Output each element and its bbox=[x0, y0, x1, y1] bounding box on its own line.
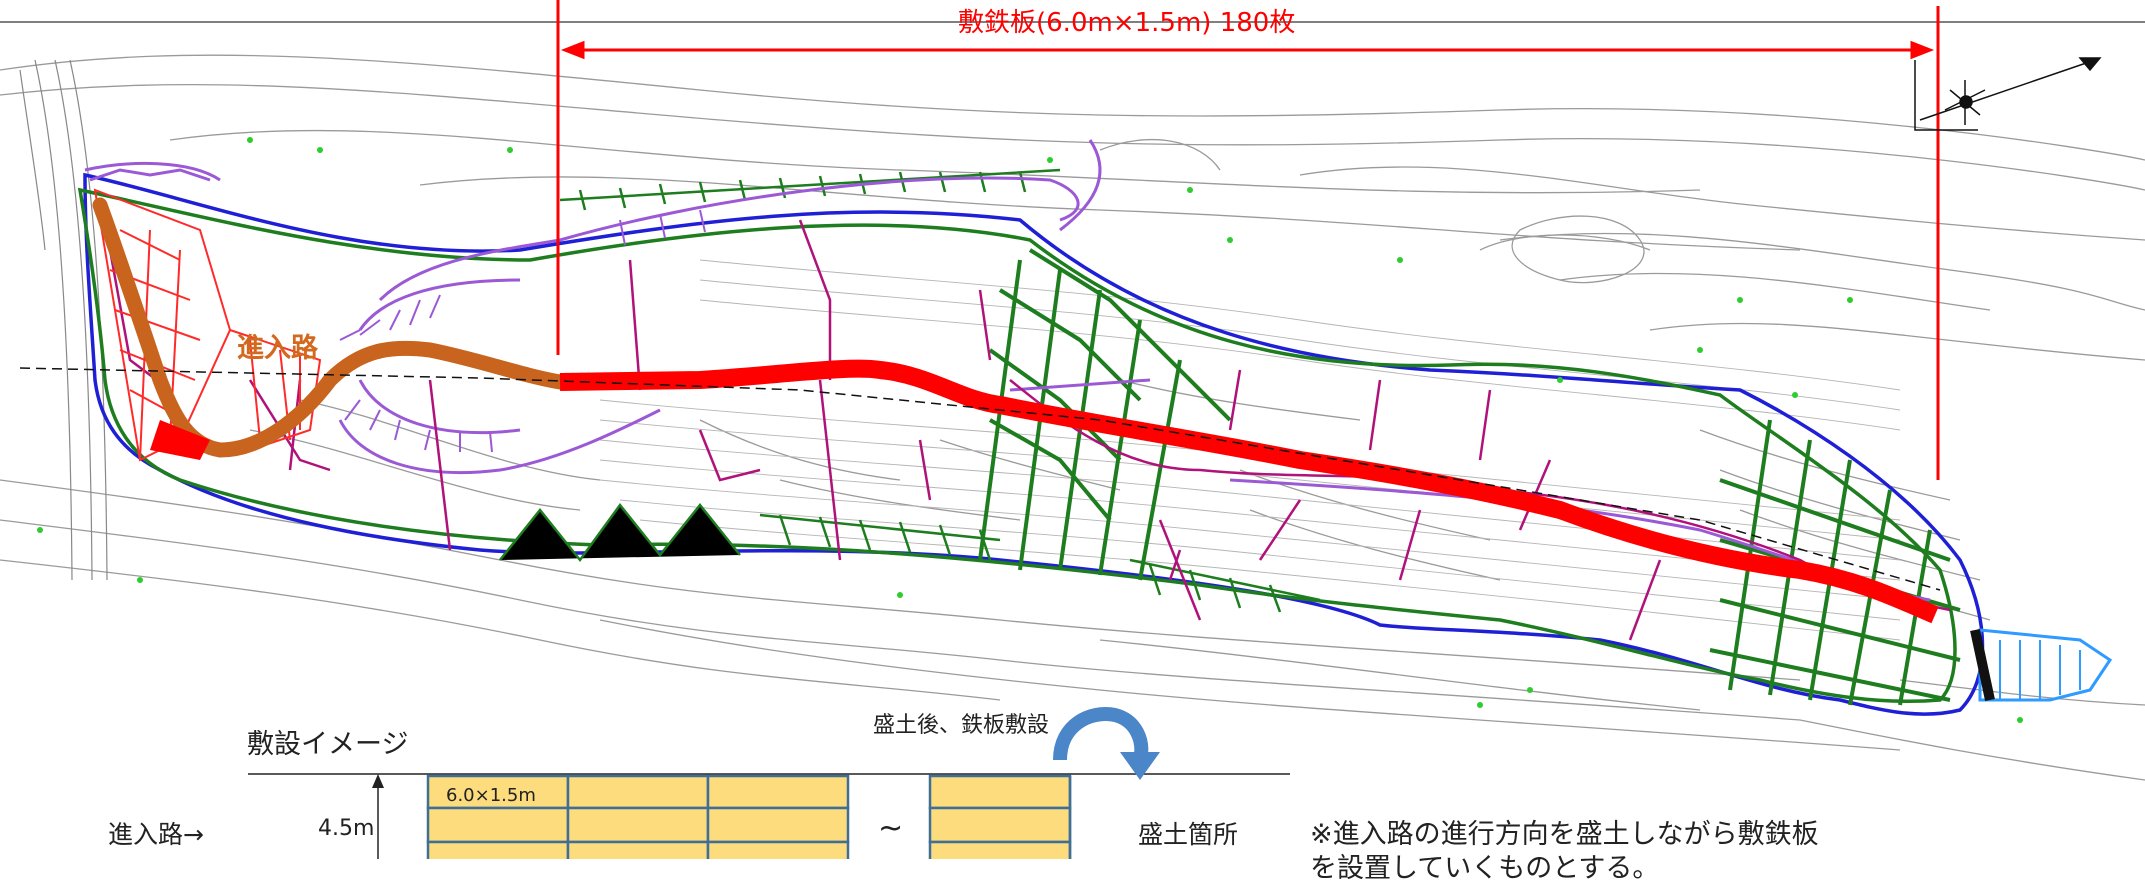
steel-plate-extent-label: 敷鉄板(6.0m×1.5m) 180枚 bbox=[958, 8, 1296, 38]
road-width-label: 4.5m bbox=[318, 816, 375, 841]
laying-image-diagram bbox=[248, 707, 1290, 859]
cut-slope-lines bbox=[84, 139, 1931, 602]
note-line-2: を設置していくものとする。 bbox=[1310, 853, 1660, 884]
survey-points bbox=[37, 137, 2023, 723]
steel-plate-road bbox=[559, 359, 1939, 624]
steel-plate-grid bbox=[426, 774, 1072, 859]
check-dam bbox=[1970, 628, 2113, 702]
curved-arrow-icon bbox=[1053, 707, 1160, 780]
after-fill-label: 盛土後、鉄板敷設 bbox=[873, 713, 1050, 738]
north-arrow-icon bbox=[1914, 57, 2102, 131]
existing-road-left bbox=[19, 59, 108, 581]
fill-area-label: 盛土箇所 bbox=[1138, 820, 1239, 849]
embankment-ticks bbox=[499, 168, 1321, 613]
centerline bbox=[19, 367, 1941, 591]
site-plan-map bbox=[0, 0, 2145, 859]
continuation-tilde: ~ bbox=[878, 811, 904, 846]
cut-slope-hatch bbox=[339, 209, 706, 453]
approach-road-label: 進入路 bbox=[237, 333, 318, 364]
laying-image-title: 敷設イメージ bbox=[247, 729, 409, 760]
approach-road-direction-label: 進入路→ bbox=[108, 820, 204, 849]
steel-plate-road-start bbox=[150, 420, 210, 460]
embankment-outline bbox=[77, 187, 1957, 704]
note-line-1: ※進入路の進行方向を盛土しながら敷鉄板 bbox=[1310, 819, 1819, 850]
dimension-lines bbox=[556, 0, 1940, 480]
existing-approach-road bbox=[92, 197, 568, 458]
embankment-hatch bbox=[978, 248, 1961, 706]
project-boundary bbox=[83, 172, 1985, 716]
width-arrow-head bbox=[372, 774, 384, 788]
plate-size-label: 6.0×1.5m bbox=[446, 785, 536, 806]
